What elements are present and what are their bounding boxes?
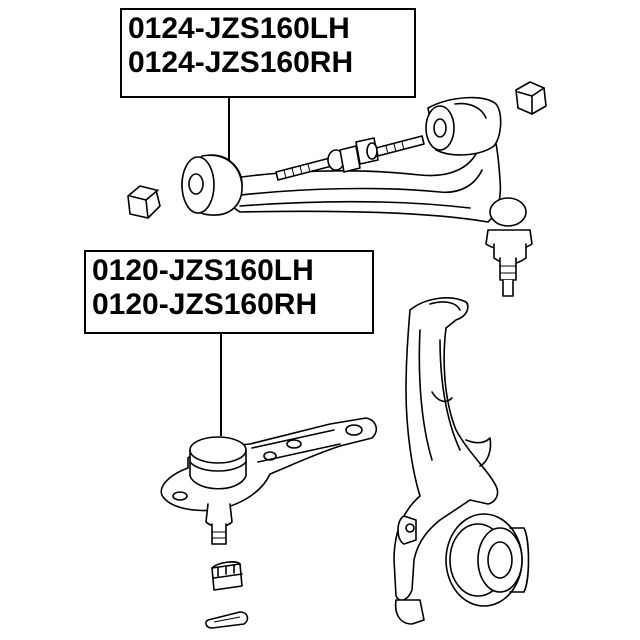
ball-joint-part-number-label: 0120-JZS160LH 0120-JZS160RH	[84, 250, 374, 334]
cotter-pin	[205, 611, 249, 629]
castle-nut	[211, 561, 243, 591]
upper-arm-part-number-rh: 0124-JZS160RH	[128, 46, 354, 79]
lower-ball-joint	[160, 417, 378, 545]
upper-control-arm	[181, 96, 533, 297]
front-mounting-bolt	[275, 145, 361, 181]
ball-joint-part-number-lh: 0120-JZS160LH	[92, 254, 314, 287]
upper-arm-part-number-lh: 0124-JZS160LH	[128, 12, 350, 45]
rear-mounting-bolt	[355, 135, 425, 165]
rear-bushing-nut	[515, 81, 547, 115]
front-bushing-nut	[127, 185, 161, 219]
steering-knuckle	[393, 297, 530, 625]
ball-joint-part-number-rh: 0120-JZS160RH	[92, 288, 318, 321]
upper-arm-part-number-label: 0124-JZS160LH 0124-JZS160RH	[120, 8, 416, 98]
